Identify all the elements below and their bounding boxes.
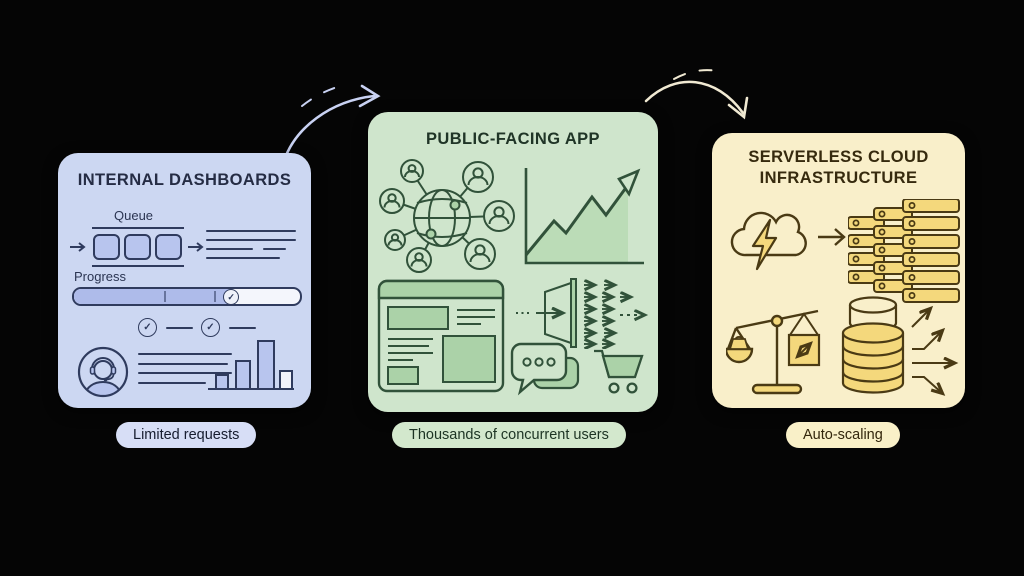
check-icon: ✓ (138, 318, 157, 337)
support-agent-icon (77, 346, 129, 398)
cloud-lightning-icon (730, 211, 807, 271)
fan-out-arrows-icon (516, 278, 652, 349)
panel-public-facing-app: PUBLIC-FACING APP (368, 112, 658, 412)
balance-scale-icon (726, 309, 821, 395)
label-limited-requests: Limited requests (116, 422, 257, 448)
panel-title: PUBLIC-FACING APP (426, 130, 600, 148)
label-concurrent-users: Thousands of concurrent users (392, 422, 626, 448)
check-icon: ✓ (223, 289, 240, 305)
arrow-middle-to-right (644, 69, 749, 120)
label-auto-scaling: Auto-scaling (786, 422, 900, 448)
growth-chart-icon (524, 168, 644, 265)
shopping-cart-icon (594, 349, 644, 394)
progress-fill (74, 289, 233, 304)
server-stack-icon (848, 199, 960, 303)
queue-boxes-icon (70, 227, 204, 267)
check-icon: ✓ (201, 318, 220, 337)
check-item: ✓ (201, 318, 256, 337)
database-scaling-icon (841, 296, 962, 397)
arrow-left-to-middle (282, 83, 381, 163)
arrow-right-icon (818, 228, 846, 246)
chat-bubbles-icon (510, 342, 580, 396)
progress-bar: ✓ (72, 287, 302, 306)
globe-users-network-icon (379, 159, 515, 273)
panel-title: SERVERLESS CLOUD INFRASTRUCTURE (748, 148, 929, 188)
panel-serverless-cloud: SERVERLESS CLOUD INFRASTRUCTURE (712, 133, 965, 408)
text-lines (138, 353, 232, 384)
queue-label: Queue (114, 208, 154, 223)
panel-internal-dashboards: INTERNAL DASHBOARDS Queue Progress (58, 153, 311, 408)
text-lines (206, 230, 296, 259)
webpage-wireframe-icon (377, 279, 505, 393)
progress-label: Progress (74, 269, 127, 284)
mini-bar-chart-icon (208, 340, 294, 390)
panel-title: INTERNAL DASHBOARDS (77, 171, 292, 189)
check-item: ✓ (138, 318, 193, 337)
